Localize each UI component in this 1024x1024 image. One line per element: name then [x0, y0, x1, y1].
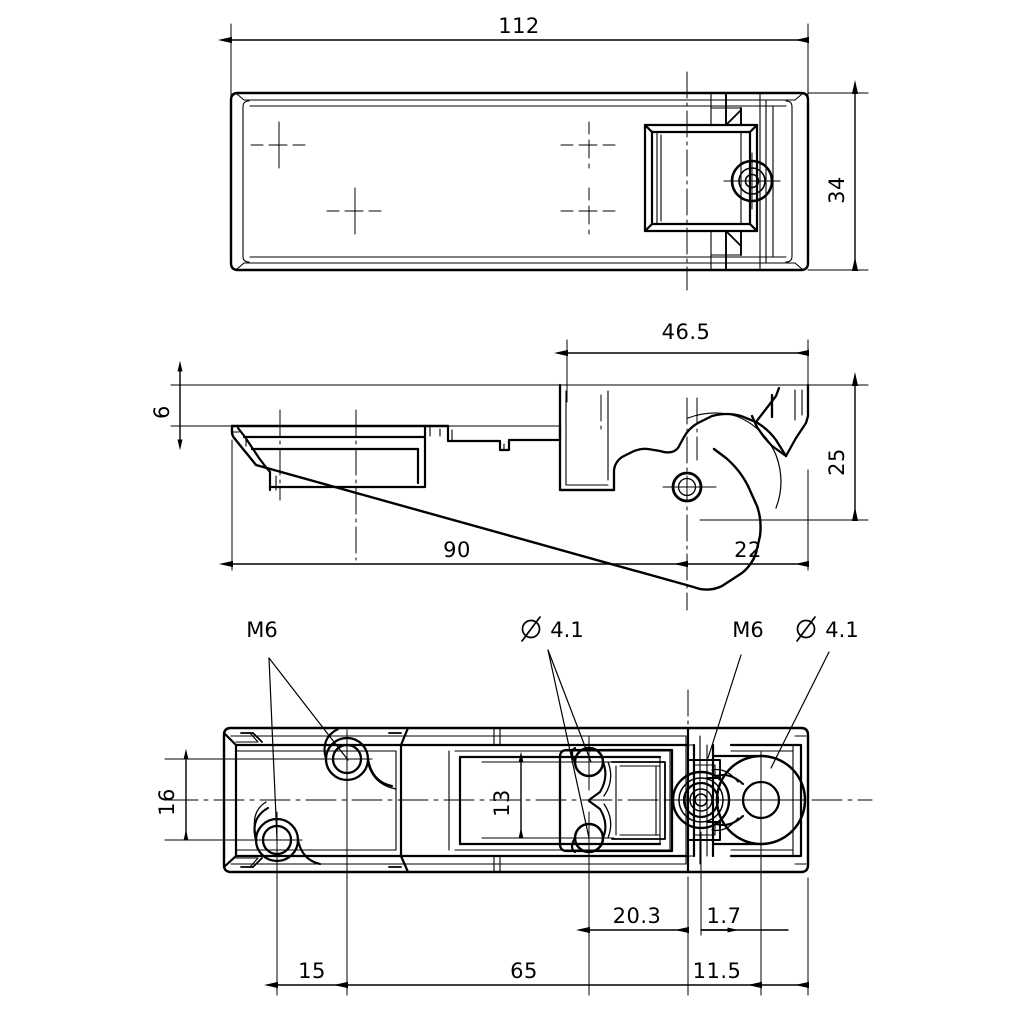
bottom-view-collar-tabs: [687, 759, 721, 841]
dim-15-65-115-extension: [276, 779, 809, 996]
dim-16-text: 16: [155, 788, 179, 816]
top-view-rim-lines: [236, 93, 803, 270]
side-view-hook-throat: [558, 383, 788, 492]
top-view-outer-body: [229, 91, 810, 272]
dim-20_3-text: 20.3: [613, 904, 662, 928]
annotation-dia41-right: 4.1: [825, 618, 858, 642]
annotation-dia41-center: 4.1: [550, 618, 583, 642]
leader-m6-right: [707, 654, 742, 759]
top-view: [218, 23, 869, 291]
annotation-m6-right: M6: [732, 618, 763, 642]
bottom-view-center-hole-upper-centermark: [565, 735, 615, 791]
dim-16-extension: [164, 758, 251, 841]
dim-1_7-text: 1.7: [707, 904, 742, 928]
top-view-jaw-shoulder-detail: [710, 92, 742, 271]
bottom-view: [164, 616, 873, 996]
dim-13-extension: [481, 761, 567, 839]
side-view-lever-profile: [230, 424, 762, 591]
dim-65-text: 65: [510, 959, 538, 983]
dim-6-text: 6: [150, 405, 174, 419]
dim-13-text: 13: [490, 789, 514, 817]
bottom-view-right-frame: [729, 743, 803, 858]
side-view-hook-arc: [687, 412, 782, 509]
top-view-jaw-pocket-inner: [656, 132, 742, 224]
dim-15-text: 15: [298, 959, 326, 983]
bottom-view-left-corner-chamfers: [240, 732, 402, 868]
top-view-pivot-centermark: [723, 152, 781, 210]
side-view-hook-throat-thin: [565, 390, 609, 486]
dim-90-22-extension: [231, 439, 809, 571]
diameter-symbol-center: [521, 616, 541, 642]
dim-22-text: 22: [734, 538, 762, 562]
dim-25-text: 25: [825, 448, 849, 476]
top-view-hole-centermarks: [250, 121, 618, 235]
dim-112-text: 112: [498, 14, 540, 38]
side-view: [170, 339, 869, 611]
dim-46_5-text: 46.5: [662, 320, 711, 344]
leader-dia41-right: [770, 651, 830, 769]
dim-11_5-text: 11.5: [693, 959, 742, 983]
dim-90-text: 90: [443, 538, 471, 562]
annotation-m6-left: M6: [246, 618, 277, 642]
top-view-extension-lines: [230, 23, 809, 99]
side-view-middle-step-thin: [451, 429, 505, 451]
side-view-hook-tip-thin: [794, 389, 803, 421]
top-view-jaw-pocket: [643, 123, 759, 233]
top-view-jaw-shoulders: [725, 92, 742, 271]
side-view-axes: [279, 394, 698, 611]
diameter-symbol-right: [796, 616, 816, 642]
bottom-view-left-block-thin: [230, 732, 405, 868]
side-view-hook-tip: [750, 383, 810, 458]
dim-34-text: 34: [825, 176, 849, 204]
bottom-view-center-arm: [399, 743, 690, 858]
side-view-left-pocket-detail: [231, 425, 441, 491]
